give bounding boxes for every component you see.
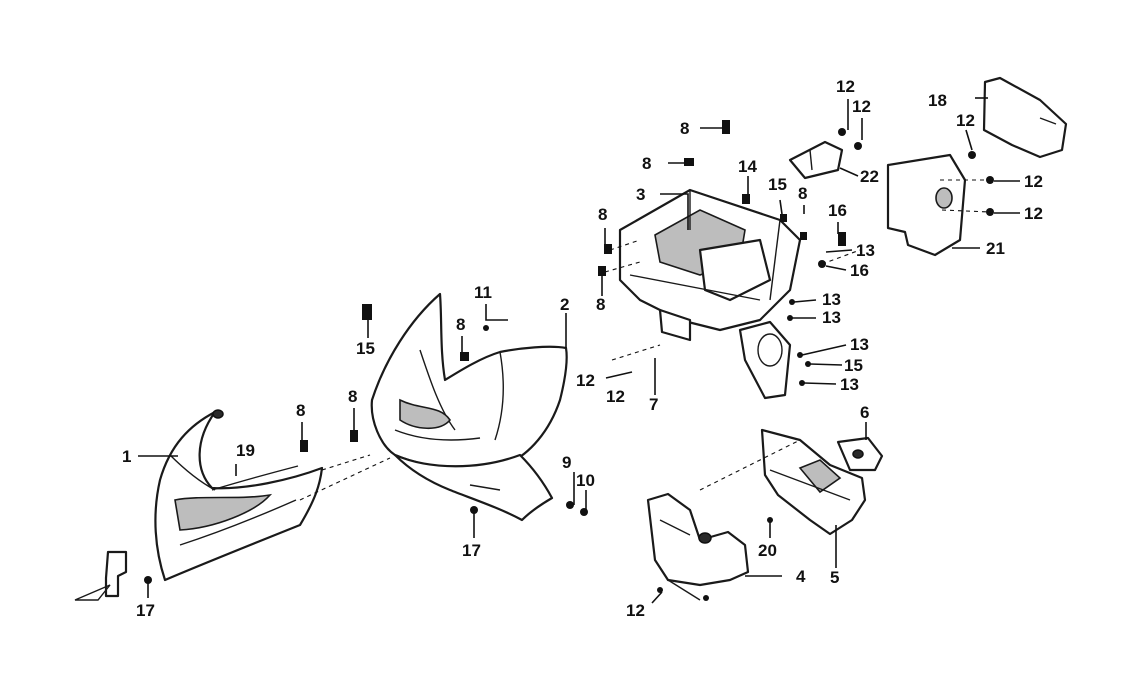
callout-8-f: 8 bbox=[348, 387, 357, 406]
callout-11: 11 bbox=[474, 283, 492, 302]
callout-6: 6 bbox=[860, 403, 869, 422]
callout-12-e: 12 bbox=[1024, 204, 1043, 223]
callout-13-d: 13 bbox=[850, 335, 869, 354]
callout-15-c: 15 bbox=[844, 356, 863, 375]
callout-12-f: 12 bbox=[576, 371, 595, 390]
callout-3: 3 bbox=[636, 185, 645, 204]
callout-2: 2 bbox=[560, 295, 569, 314]
callout-10: 10 bbox=[576, 471, 595, 490]
callout-12-d: 12 bbox=[1024, 172, 1043, 191]
callout-21: 21 bbox=[986, 239, 1005, 258]
callout-12-g: 12 bbox=[606, 387, 625, 406]
part-shield-plate bbox=[886, 153, 967, 257]
part-small-cap bbox=[836, 436, 884, 472]
callout-13-e: 13 bbox=[840, 375, 859, 394]
callout-9: 9 bbox=[562, 453, 571, 472]
callout-17-a: 17 bbox=[462, 541, 481, 560]
callout-8-h: 8 bbox=[798, 184, 807, 203]
part-floor-panel-lower bbox=[646, 492, 750, 601]
part-inner-frame bbox=[618, 188, 802, 400]
callout-1: 1 bbox=[122, 447, 131, 466]
callout-13-c: 13 bbox=[822, 308, 841, 327]
part-top-bracket bbox=[788, 140, 844, 180]
callout-14: 14 bbox=[738, 157, 757, 176]
callout-8-b: 8 bbox=[642, 154, 651, 173]
callout-12-b: 12 bbox=[852, 97, 871, 116]
callout-15-a: 15 bbox=[768, 175, 787, 194]
callout-19: 19 bbox=[236, 441, 255, 460]
part-front-lower-cowl bbox=[154, 409, 324, 582]
fasteners bbox=[144, 120, 994, 601]
callout-8-c: 8 bbox=[598, 205, 607, 224]
part-bracket-small bbox=[74, 550, 128, 601]
callout-labels: 1 2 3 4 5 6 7 8 8 8 8 8 8 8 8 9 10 11 12… bbox=[122, 77, 1043, 620]
callout-20: 20 bbox=[758, 541, 777, 560]
callout-5: 5 bbox=[830, 568, 839, 587]
callout-8-e: 8 bbox=[456, 315, 465, 334]
callout-12-a: 12 bbox=[836, 77, 855, 96]
callout-16-a: 16 bbox=[828, 201, 847, 220]
callout-12-h: 12 bbox=[626, 601, 645, 620]
callout-22: 22 bbox=[860, 167, 879, 186]
leader-lines bbox=[138, 97, 1020, 604]
part-trim-strip bbox=[211, 465, 299, 491]
callout-7: 7 bbox=[649, 395, 658, 414]
callout-15-b: 15 bbox=[356, 339, 375, 358]
callout-8-d: 8 bbox=[596, 295, 605, 314]
callout-13-a: 13 bbox=[856, 241, 875, 260]
callout-16-b: 16 bbox=[850, 261, 869, 280]
callout-8-top: 8 bbox=[680, 119, 689, 138]
callout-13-b: 13 bbox=[822, 290, 841, 309]
callout-18: 18 bbox=[928, 91, 947, 110]
callout-8-g: 8 bbox=[296, 401, 305, 420]
part-front-cover bbox=[370, 292, 568, 522]
callout-4: 4 bbox=[796, 567, 806, 586]
part-floor-panel bbox=[760, 428, 867, 536]
part-upper-cover bbox=[982, 76, 1068, 159]
callout-12-c: 12 bbox=[956, 111, 975, 130]
assembly-lines bbox=[299, 179, 991, 501]
callout-17-b: 17 bbox=[136, 601, 155, 620]
